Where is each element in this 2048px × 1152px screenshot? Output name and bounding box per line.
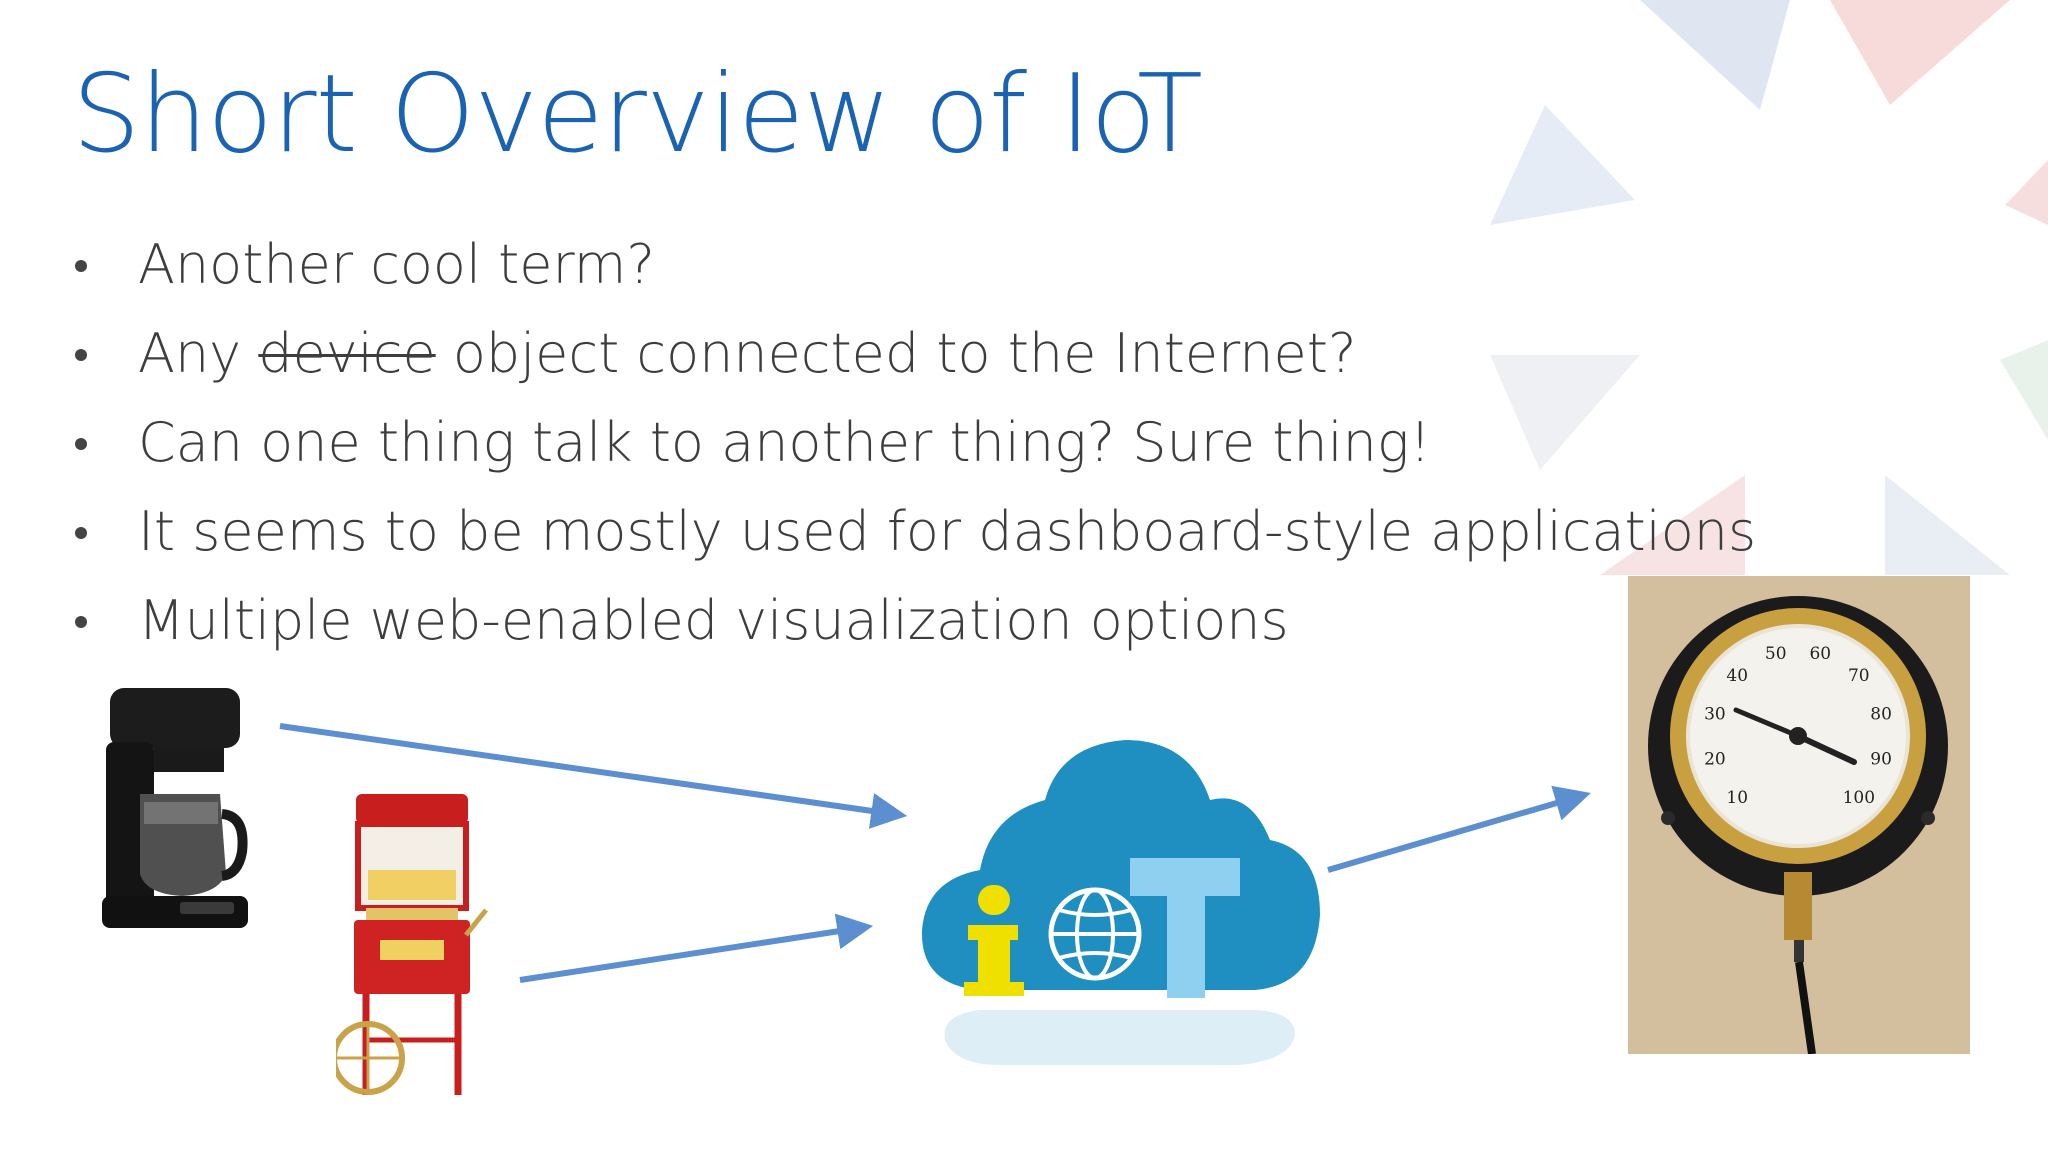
- bullet-item: It seems to be mostly used for dashboard…: [68, 497, 1756, 586]
- bullet-dot-icon: [75, 616, 87, 628]
- arrow-coffee-to-cloud: [279, 723, 908, 829]
- gauge-tick-label: 50: [1765, 644, 1787, 664]
- gauge-tick-label: 30: [1704, 705, 1726, 725]
- gauge-tick-label: 80: [1870, 705, 1892, 725]
- bullet-list: Another cool term? Any device object con…: [68, 230, 1756, 675]
- bullet-text-prefix: Any: [138, 322, 259, 385]
- bullet-dot-icon: [75, 527, 87, 539]
- bullet-text-suffix: object connected to the Internet?: [435, 322, 1357, 385]
- bullet-dot-icon: [75, 260, 87, 272]
- gauge-tick-label: 10: [1726, 788, 1748, 808]
- popcorn-cart-icon: [336, 794, 488, 1095]
- gauge-tick-label: 20: [1704, 749, 1726, 769]
- bullet-text: It seems to be mostly used for dashboard…: [138, 500, 1757, 563]
- gauge-tick-label: 100: [1843, 788, 1875, 808]
- coffee-maker-icon: [102, 688, 248, 928]
- bullet-dot-icon: [75, 438, 87, 450]
- gauge-tick-label: 60: [1809, 644, 1831, 664]
- iot-cloud-icon: [921, 740, 1320, 1065]
- bullet-item: Multiple web-enabled visualization optio…: [68, 586, 1756, 675]
- bullet-text: Another cool term?: [138, 233, 656, 296]
- gauge-tick-label: 70: [1848, 666, 1870, 686]
- arrow-popcorn-to-cloud: [519, 913, 874, 983]
- gauge-tick-label: 40: [1726, 666, 1748, 686]
- bullet-text: Multiple web-enabled visualization optio…: [138, 589, 1289, 652]
- bullet-item: Can one thing talk to another thing? Sur…: [68, 408, 1756, 497]
- gauge-tick-label: 90: [1870, 749, 1892, 769]
- bullet-text: Can one thing talk to another thing? Sur…: [138, 411, 1431, 474]
- bullet-item: Any device object connected to the Inter…: [68, 319, 1756, 408]
- bullet-item: Another cool term?: [68, 230, 1756, 319]
- slide-title: Short Overview of IoT: [72, 52, 1203, 177]
- arrow-cloud-to-gauge: [1327, 785, 1591, 873]
- bullet-dot-icon: [75, 349, 87, 361]
- struck-word: device: [258, 322, 436, 385]
